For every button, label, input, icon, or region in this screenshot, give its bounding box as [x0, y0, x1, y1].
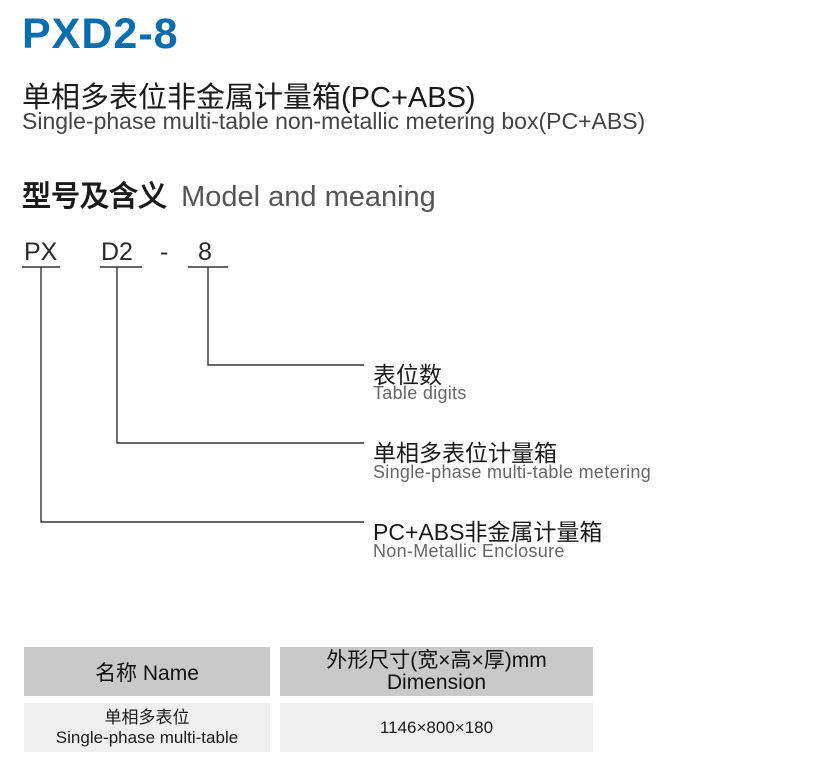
code-dash: -: [160, 238, 169, 266]
meaning-series-cn: PC+ABS非金属计量箱: [373, 519, 603, 545]
meaning-digits-en: Table digits: [373, 383, 467, 403]
table-header-name: 名称 Name: [24, 647, 270, 696]
code-part-type: D2: [101, 238, 133, 266]
code-part-digits: 8: [198, 238, 212, 266]
code-part-series: PX: [24, 238, 58, 266]
meaning-type-en: Single-phase multi-table metering: [373, 462, 652, 482]
table-header-dimension: 外形尺寸(宽×高×厚)mm Dimension: [280, 647, 593, 696]
model-title: PXD2-8: [22, 10, 179, 58]
table-cell-name: 单相多表位 Single-phase multi-table: [24, 703, 270, 752]
table-cell-dimension: 1146×800×180: [280, 703, 593, 752]
section-heading-en: Model and meaning: [181, 181, 436, 213]
meaning-digits-cn: 表位数: [373, 362, 442, 388]
table-header-dimension-en: Dimension: [386, 670, 487, 694]
product-title-cn: 单相多表位非金属计量箱(PC+ABS): [22, 82, 476, 114]
meaning-type-cn: 单相多表位计量箱: [373, 440, 557, 466]
table-header-dimension-cn: 外形尺寸(宽×高×厚)mm: [326, 648, 547, 672]
product-title-en: Single-phase multi-table non-metallic me…: [22, 108, 646, 134]
table-cell-name-en: Single-phase multi-table: [55, 727, 239, 747]
leader-line-digits: [207, 267, 364, 366]
leader-line-series: [40, 267, 364, 523]
leader-line-type: [116, 267, 364, 444]
section-heading: 型号及含义 Model and meaning: [22, 173, 436, 215]
meaning-series-en: Non-Metallic Enclosure: [373, 541, 565, 561]
section-heading-cn: 型号及含义: [22, 181, 168, 213]
table-cell-name-cn: 单相多表位: [104, 707, 190, 727]
